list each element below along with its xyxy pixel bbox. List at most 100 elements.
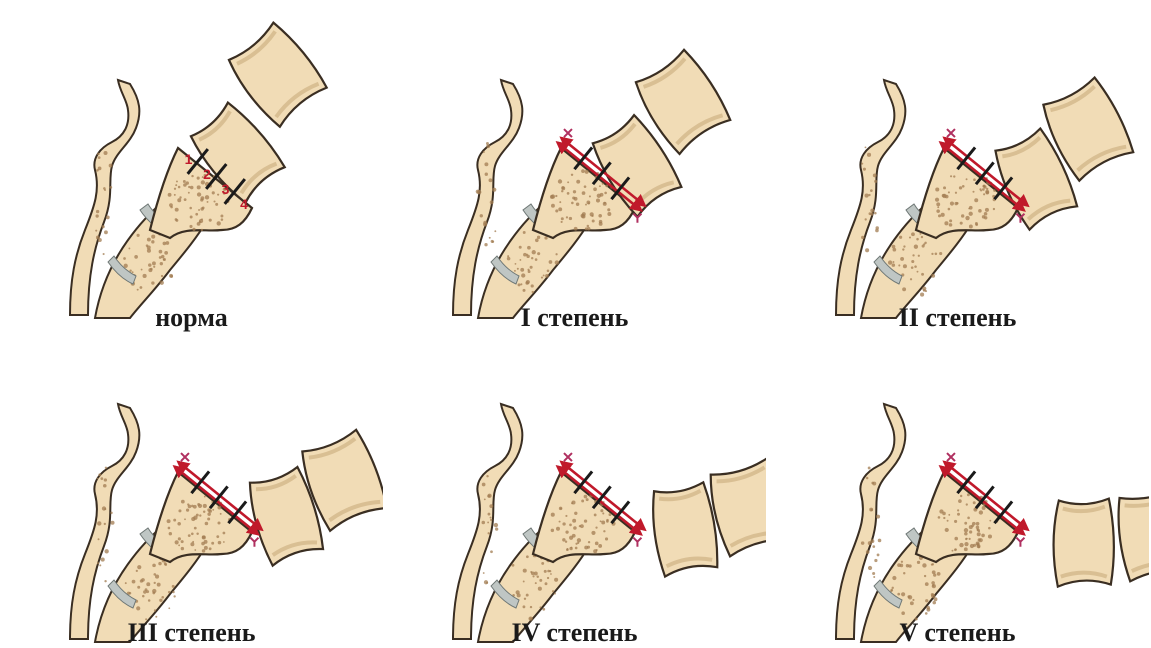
bone-pore (569, 536, 573, 540)
bone-pore (962, 185, 965, 188)
bone-pore (944, 221, 948, 225)
bone-pore (520, 268, 524, 272)
bone-pore (555, 260, 559, 264)
bone-pore (186, 181, 189, 184)
bone-pore (550, 195, 554, 199)
bone-pore (520, 283, 522, 285)
bone-pore (101, 558, 105, 562)
bone-pore (950, 201, 954, 205)
bone-pore (584, 495, 588, 499)
bone-pore (188, 534, 191, 537)
bone-pore (870, 189, 873, 192)
bone-pore (935, 187, 939, 191)
bone-pore (872, 572, 875, 575)
bone-pore (174, 188, 176, 190)
bone-pore (95, 214, 98, 217)
bone-pore (576, 202, 579, 205)
bone-pore (912, 254, 914, 256)
bone-pore (147, 246, 151, 250)
bone-pore (484, 243, 487, 246)
bone-pore (599, 185, 601, 187)
bone-pore (483, 222, 487, 226)
bone-pore (169, 532, 172, 535)
bone-pore (977, 532, 981, 536)
bone-pore (197, 185, 201, 189)
bone-pore (147, 238, 151, 242)
bone-pore (486, 475, 488, 477)
bone-pore (160, 262, 163, 265)
bone-pore (937, 572, 941, 576)
bone-pore (961, 214, 964, 217)
bone-pore (194, 549, 196, 551)
bone-pore (181, 540, 184, 543)
bone-pore (494, 230, 496, 232)
bone-pore (577, 538, 581, 542)
bone-pore (955, 192, 957, 194)
bone-pore (483, 572, 485, 574)
point-marker-y (1016, 538, 1024, 547)
bone-pore (966, 178, 968, 180)
bone-pore (966, 503, 968, 505)
bone-pore (901, 592, 905, 596)
bone-pore (876, 515, 880, 519)
bone-pore (484, 162, 488, 166)
bone-pore (191, 505, 194, 508)
bone-pore (974, 198, 978, 202)
bone-pore (604, 202, 606, 204)
bone-pore (973, 178, 976, 181)
bone-pore (104, 580, 106, 582)
bone-pore (924, 242, 926, 244)
bone-pore (207, 517, 210, 520)
bone-pore (98, 166, 102, 170)
bone-pore (911, 266, 914, 269)
bone-pore (965, 216, 969, 220)
bone-pore (136, 570, 138, 572)
bone-pore (574, 197, 578, 201)
bone-pore (476, 190, 480, 194)
bone-pore (205, 522, 209, 526)
bone-pore (969, 538, 971, 540)
bone-pore (97, 562, 99, 564)
bone-pore (104, 189, 106, 191)
bone-pore (537, 236, 540, 239)
bone-pore (870, 213, 873, 216)
bone-pore (164, 251, 168, 255)
bone-pore (177, 522, 181, 526)
bone-pore (151, 281, 154, 284)
bone-pore (128, 247, 130, 249)
bone-pore (600, 193, 604, 197)
bone-pore (482, 521, 486, 525)
bone-pore (102, 225, 105, 228)
bone-pore (917, 271, 919, 273)
bone-pore (985, 208, 989, 212)
bone-pore (973, 501, 976, 504)
spine-illustration (766, 0, 1149, 324)
bone-pore (104, 549, 108, 553)
bone-pore (897, 563, 901, 567)
bone-pore (188, 192, 190, 194)
bone-pore (217, 521, 220, 524)
point-marker-x (947, 453, 955, 461)
bone-pore (98, 473, 101, 476)
bone-pore (494, 523, 498, 527)
bone-pore (925, 582, 929, 586)
bone-pore (184, 198, 187, 201)
bone-pore (530, 606, 532, 608)
bone-pore (867, 153, 871, 157)
bone-pore (910, 278, 912, 280)
bone-pore (204, 496, 206, 498)
bone-pore (187, 503, 189, 505)
bone-pore (541, 277, 543, 279)
bone-pore (601, 521, 605, 525)
bone-pore (204, 546, 208, 550)
bone-pore (177, 198, 181, 202)
bone-pore (868, 467, 871, 470)
bone-pore (603, 530, 605, 532)
bone-pore (200, 196, 204, 200)
bone-pore (535, 258, 538, 261)
bone-pore (984, 212, 988, 216)
bone-pore (949, 219, 952, 222)
bone-pore (892, 263, 896, 267)
bone-pore (976, 522, 980, 526)
bone-pore (562, 538, 565, 541)
